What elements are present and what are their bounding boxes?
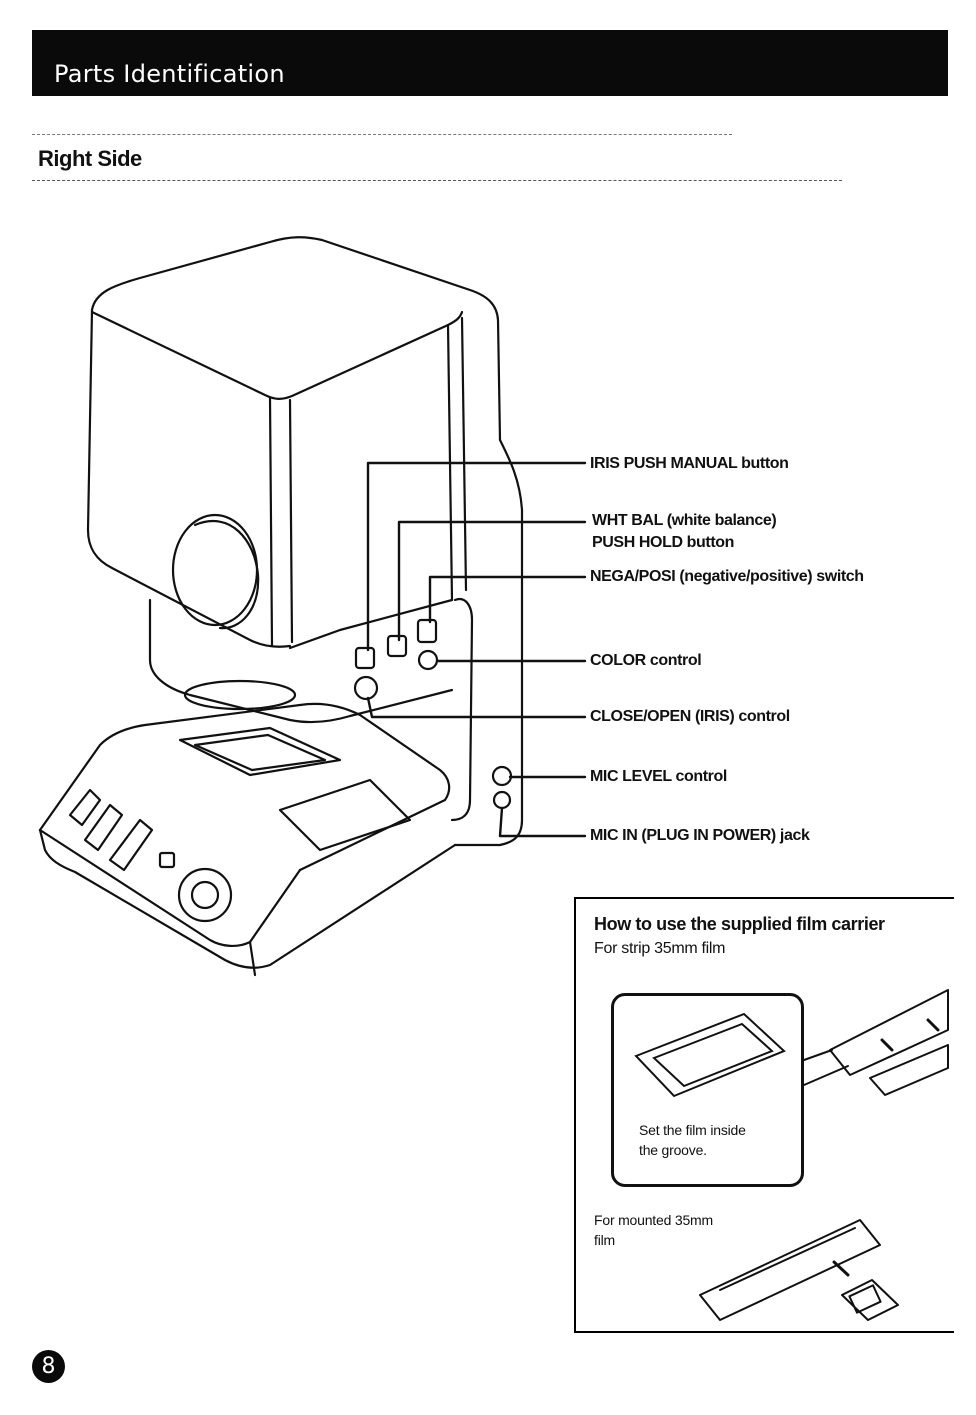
mounted-carrier xyxy=(699,1219,881,1321)
inset-instruction-line-1: Set the film inside xyxy=(639,1122,746,1138)
inset-carrier-closeup xyxy=(634,1012,786,1098)
strip-carrier xyxy=(829,989,949,1076)
film-carrier-panel xyxy=(574,897,954,1333)
inset-frame xyxy=(611,993,804,1187)
film-stage xyxy=(178,726,342,777)
base-dial-center xyxy=(190,880,220,910)
callout-iris-push-manual: IRIS PUSH MANUAL button xyxy=(590,455,789,472)
camera-box-corner-inner xyxy=(288,398,294,644)
mounted-film-note-line-2: film xyxy=(594,1232,615,1248)
callout-push-hold: PUSH HOLD button xyxy=(592,534,735,551)
callout-wht-bal: WHT BAL (white balance) xyxy=(592,512,777,529)
wht-bal-button-icon xyxy=(386,634,408,658)
inset-carrier-body xyxy=(634,1012,786,1098)
strip-film xyxy=(869,1044,949,1096)
callout-color-control: COLOR control xyxy=(590,652,702,669)
film-carrier-slot xyxy=(278,778,412,852)
column-panel xyxy=(450,597,474,822)
mounted-arrow-icon xyxy=(832,1260,850,1277)
film-stage-window xyxy=(193,733,327,772)
focus-dial-scale xyxy=(193,519,260,630)
base-button-1 xyxy=(68,788,102,827)
page-title: Parts Identification xyxy=(54,60,285,88)
base-button-4 xyxy=(158,851,176,869)
close-open-knob-icon xyxy=(353,675,379,701)
inset-connector-top xyxy=(803,1049,833,1061)
camera-box-front-edge xyxy=(86,308,292,648)
housing-ridge xyxy=(288,598,454,650)
film-carrier-subtitle: For strip 35mm film xyxy=(594,940,726,957)
base-top xyxy=(38,702,451,872)
leader-wht-bal xyxy=(397,520,587,642)
callout-close-open: CLOSE/OPEN (IRIS) control xyxy=(590,708,790,725)
inset-carrier-groove xyxy=(652,1022,774,1088)
mounted-carrier-groove xyxy=(719,1227,856,1291)
leader-iris-push-manual xyxy=(366,461,587,652)
base-front xyxy=(38,828,457,969)
mounted-film-note: For mounted 35mm film xyxy=(594,1210,713,1250)
leader-mic-in xyxy=(498,806,587,838)
inset-connector-bottom xyxy=(803,1065,849,1086)
lens-ring xyxy=(183,679,297,711)
callout-nega-posi: NEGA/POSI (negative/positive) switch xyxy=(590,568,864,585)
base-dial xyxy=(177,867,233,923)
section-rule-top xyxy=(32,134,732,135)
section-rule-bottom xyxy=(32,180,842,181)
leader-nega-posi xyxy=(428,575,587,624)
leader-close-open xyxy=(366,696,587,719)
base-button-2 xyxy=(83,803,124,852)
base-button-3 xyxy=(108,818,154,872)
inset-instruction: Set the film inside the groove. xyxy=(639,1120,799,1160)
slide-mount-window xyxy=(848,1284,882,1314)
leader-lines xyxy=(366,461,587,838)
page-number: 8 xyxy=(32,1350,65,1383)
callout-mic-level: MIC LEVEL control xyxy=(590,768,727,785)
camera-box-corner xyxy=(268,396,274,647)
camera-box-side-edge-2 xyxy=(460,316,468,592)
callout-mic-in: MIC IN (PLUG IN POWER) jack xyxy=(590,827,810,844)
section-title: Right Side xyxy=(38,146,142,171)
header-bar: Parts Identification xyxy=(32,30,948,96)
strip-arrows-icon xyxy=(880,1018,940,1052)
support-column xyxy=(453,438,524,847)
nega-posi-switch-icon xyxy=(416,618,438,644)
mounted-film-note-line-1: For mounted 35mm xyxy=(594,1212,713,1228)
camera-box-outline xyxy=(90,236,502,442)
film-carrier-title: How to use the supplied film carrier xyxy=(594,914,885,934)
inset-instruction-line-2: the groove. xyxy=(639,1142,707,1158)
lens-housing xyxy=(148,598,454,724)
iris-push-manual-button-icon xyxy=(354,646,376,670)
base-corner xyxy=(248,940,257,977)
